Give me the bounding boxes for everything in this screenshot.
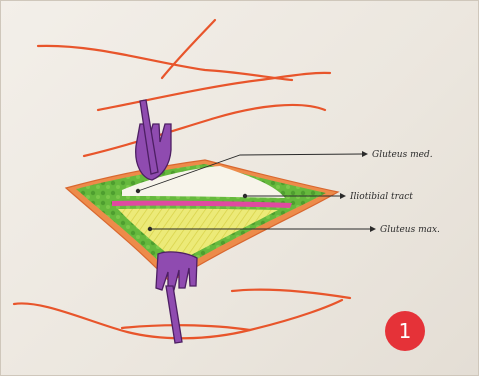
contour-line-6 bbox=[122, 325, 250, 330]
arrowhead-gluteus-med bbox=[362, 151, 368, 157]
pointer-dot-gluteus-max bbox=[148, 227, 152, 231]
contour-line-4 bbox=[84, 105, 325, 156]
pointer-dot-iliotibial-tract bbox=[243, 194, 247, 198]
lower-retractor-handle bbox=[166, 286, 182, 343]
badge-number: 1 bbox=[399, 319, 412, 343]
lower-retractor-blade bbox=[156, 252, 197, 290]
retractor-icon bbox=[136, 100, 171, 180]
label-gluteus-max: Gluteus max. bbox=[380, 225, 440, 235]
label-gluteus-med: Gluteus med. bbox=[372, 150, 433, 160]
label-iliotibial-tract: Iliotibial tract bbox=[349, 192, 413, 202]
incision bbox=[66, 160, 338, 282]
arrowhead-gluteus-max bbox=[370, 226, 376, 232]
step-number-badge: 1 bbox=[385, 311, 425, 351]
arrowhead-iliotibial-tract bbox=[340, 193, 346, 199]
contour-line-7 bbox=[232, 290, 350, 298]
retractor-icon bbox=[156, 252, 197, 343]
pointer-dot-gluteus-med bbox=[136, 189, 140, 193]
